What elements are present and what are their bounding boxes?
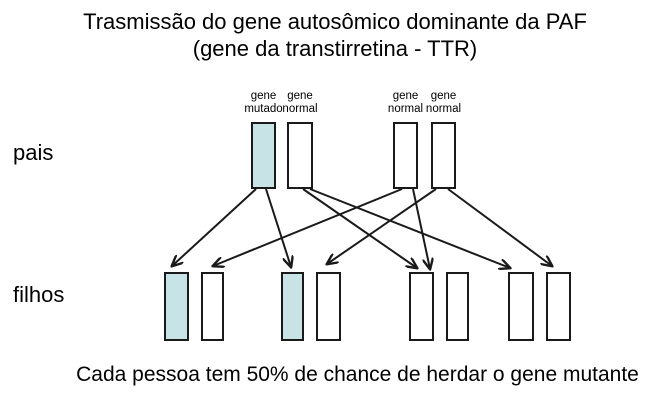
- inheritance-arrow-p3-c5: [412, 188, 430, 269]
- parent-gene-box-3-normal: [393, 122, 418, 189]
- inheritance-arrow-p4-c8: [447, 188, 552, 266]
- parent-gene-box-1-mutado: [251, 122, 276, 189]
- inheritance-arrow-p4-c4: [327, 188, 437, 264]
- inheritance-arrow-p1-c3: [265, 188, 291, 267]
- page-title: Trasmissão do gene autosômico dominante …: [10, 8, 660, 62]
- title-line-1: Trasmissão do gene autosômico dominante …: [83, 9, 587, 34]
- child-gene-box-3-mutado: [281, 272, 304, 341]
- child-gene-box-1-mutado: [164, 272, 189, 341]
- row-label-parents: pais: [13, 140, 54, 165]
- child-gene-box-7-normal: [508, 272, 534, 341]
- child-gene-box-4-normal: [316, 272, 341, 341]
- child-gene-box-6-normal: [446, 272, 469, 341]
- title-line-2: (gene da transtirretina - TTR): [192, 36, 478, 61]
- inheritance-arrow-p1-c1: [172, 188, 257, 266]
- inheritance-arrow-p2-c7: [309, 188, 510, 268]
- parent-gene-box-4-normal: [431, 122, 456, 189]
- caption-text: Cada pessoa tem 50% de chance de herdar …: [76, 363, 639, 386]
- child-gene-box-8-normal: [546, 272, 571, 341]
- child-gene-box-2-normal: [201, 272, 224, 341]
- inheritance-arrow-p3-c2: [213, 188, 403, 266]
- inheritance-arrow-p2-c5: [302, 188, 417, 268]
- child-gene-box-5-normal: [409, 272, 434, 341]
- parent-gene-box-2-normal: [287, 122, 313, 189]
- row-label-children: filhos: [13, 282, 65, 307]
